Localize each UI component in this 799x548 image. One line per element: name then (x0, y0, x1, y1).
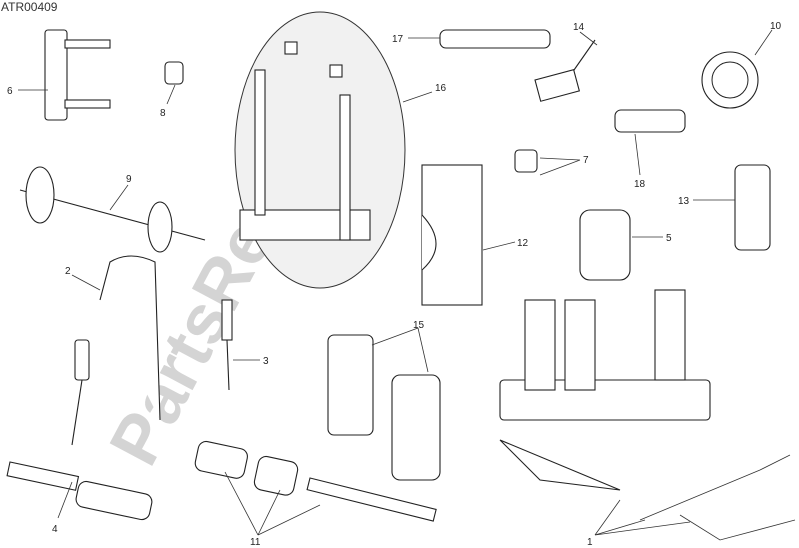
part-7-nut (514, 149, 538, 173)
callout-6: 6 (7, 86, 13, 97)
callout-12: 12 (517, 238, 529, 249)
callout-8: 8 (160, 108, 166, 119)
callout-13: 13 (678, 196, 690, 207)
callout-15: 15 (413, 320, 425, 331)
callout-11: 11 (250, 537, 261, 548)
part-17-wrench (439, 29, 551, 49)
callout-9: 9 (126, 174, 132, 185)
part-14-tool (534, 39, 596, 102)
part-11-set (194, 440, 437, 522)
part-6-bracket (44, 29, 111, 121)
callout-16: 16 (435, 83, 447, 94)
part-13-socket (734, 164, 771, 251)
part-18-socket (614, 109, 686, 133)
callout-5: 5 (666, 233, 672, 244)
callout-14: 14 (573, 22, 585, 33)
part-5-socket (579, 209, 631, 281)
part-1-stand-jack (499, 289, 796, 541)
callout-1: 1 (587, 537, 593, 548)
part-12-block (421, 164, 483, 306)
diagram-code: ATR00409 (1, 0, 58, 14)
part-4-rod (6, 461, 153, 521)
part-16-stand (234, 11, 406, 289)
callout-4: 4 (52, 524, 58, 535)
callout-17: 17 (392, 34, 404, 45)
callouts: 6 8 9 2 3 4 11 16 17 14 10 7 18 13 5 12 … (7, 21, 782, 548)
part-2-tool (71, 255, 161, 446)
part-3-pin (221, 299, 233, 391)
callout-10: 10 (770, 21, 782, 32)
callout-2: 2 (65, 266, 71, 277)
callout-3: 3 (263, 356, 269, 367)
part-15-sleeves (327, 334, 441, 481)
callout-7: 7 (583, 155, 589, 166)
part-8-bushing (164, 61, 184, 85)
callout-18: 18 (634, 179, 646, 190)
part-9-puller (19, 166, 206, 253)
